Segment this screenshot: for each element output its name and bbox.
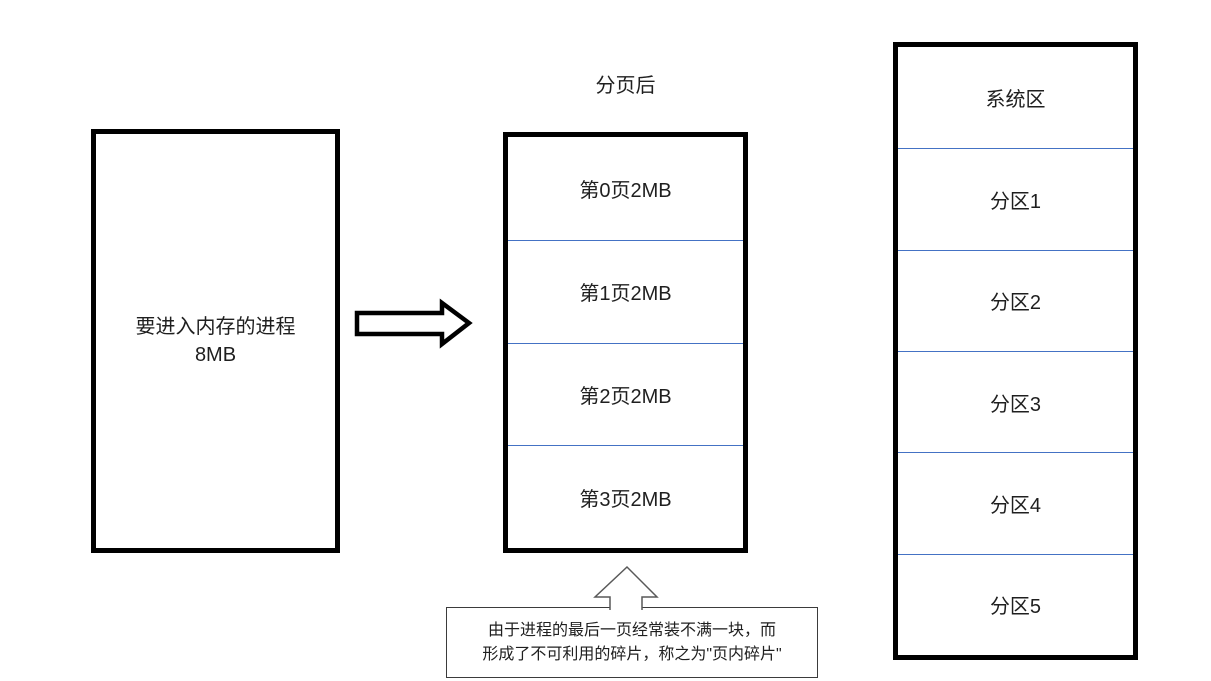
- memory-cell-system: 系统区: [898, 47, 1133, 148]
- memory-cell-partition1-label: 分区1: [989, 190, 1042, 213]
- up-block-arrow-icon: [593, 565, 659, 610]
- page-cell-2-label: 第2页2MB: [579, 385, 672, 408]
- page-cell-3-label: 第3页2MB: [579, 488, 672, 511]
- right-block-arrow-icon: [354, 298, 473, 349]
- note-line1: 由于进程的最后一页经常装不满一块，而: [487, 621, 776, 639]
- paged-box: 第0页2MB 第1页2MB 第2页2MB 第3页2MB: [503, 132, 748, 553]
- memory-cell-partition4-label: 分区4: [989, 494, 1042, 517]
- memory-cell-partition5-label: 分区5: [989, 596, 1042, 619]
- memory-cell-system-label: 系统区: [985, 89, 1046, 112]
- memory-cell-partition1: 分区1: [898, 148, 1133, 249]
- page-cell-3: 第3页2MB: [508, 445, 743, 548]
- page-cell-1-label: 第1页2MB: [579, 283, 672, 306]
- page-cell-1: 第1页2MB: [508, 239, 743, 343]
- process-label: 要进入内存的进程 8MB: [136, 313, 296, 369]
- page-cell-2: 第2页2MB: [508, 342, 743, 446]
- memory-cell-partition5: 分区5: [898, 553, 1133, 655]
- paged-box-title: 分页后: [595, 75, 656, 97]
- process-box: 要进入内存的进程 8MB: [91, 129, 340, 553]
- memory-cell-partition4: 分区4: [898, 452, 1133, 553]
- memory-box: 系统区 分区1 分区2 分区3 分区4 分区5: [893, 42, 1138, 660]
- note-box: 由于进程的最后一页经常装不满一块，而 形成了不可利用的碎片，称之为"页内碎片": [446, 607, 818, 678]
- page-cell-0-label: 第0页2MB: [579, 179, 672, 202]
- page-cell-0: 第0页2MB: [508, 137, 743, 240]
- process-size-label: 8MB: [194, 344, 237, 366]
- memory-cell-partition2: 分区2: [898, 249, 1133, 351]
- note-line2: 形成了不可利用的碎片，称之为"页内碎片": [482, 645, 782, 663]
- memory-cell-partition3: 分区3: [898, 351, 1133, 452]
- memory-cell-partition2-label: 分区2: [989, 292, 1042, 315]
- process-label-line1: 要进入内存的进程: [135, 316, 296, 338]
- memory-cell-partition3-label: 分区3: [989, 393, 1042, 416]
